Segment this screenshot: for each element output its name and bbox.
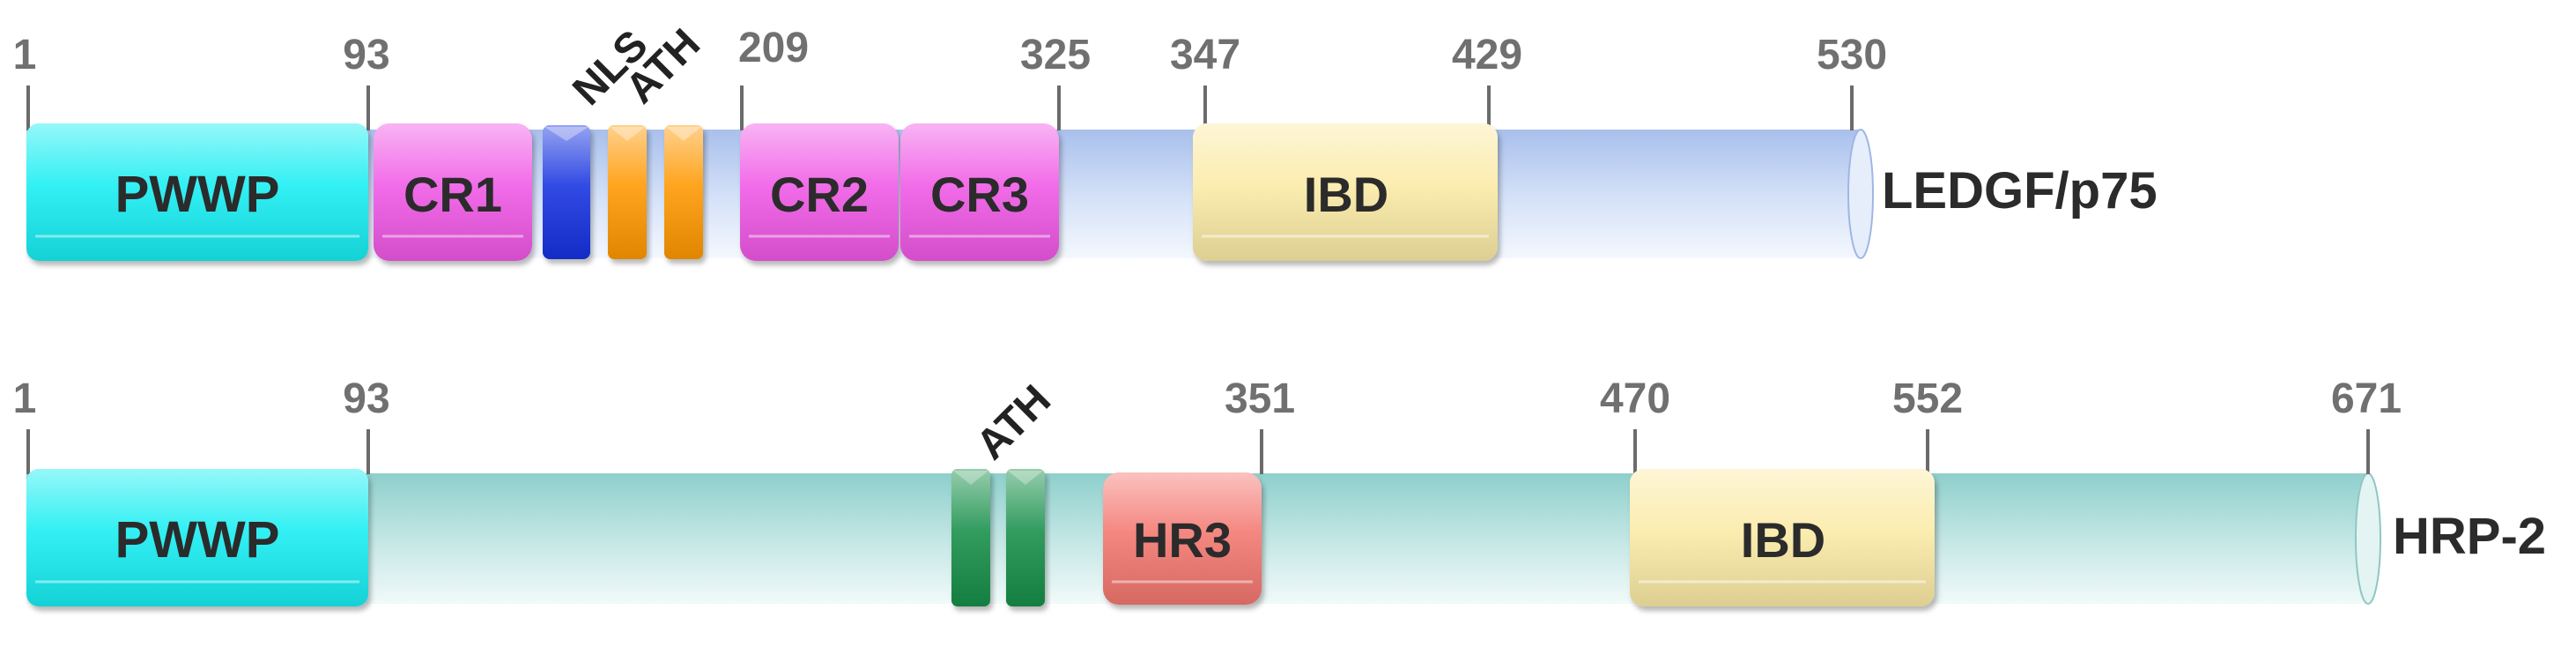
tick-label: 429 <box>1452 32 1522 78</box>
tick-label: 325 <box>1020 32 1091 78</box>
motif-bevel <box>610 127 645 141</box>
domain-pwwp-ledgf: PWWP <box>26 123 368 261</box>
domain-label: HR3 <box>1133 512 1232 568</box>
backbone-end-cap-ledgf <box>1847 129 1874 259</box>
tick-lines-hrp2 <box>26 429 2370 474</box>
domain-gloss <box>26 469 368 606</box>
motif-ath-2-hrp2 <box>1006 469 1045 606</box>
tick-label: 93 <box>343 376 389 422</box>
domain-gloss <box>26 123 368 261</box>
motif-ath-1-ledgf <box>608 125 647 259</box>
protein-name-hrp2: HRP-2 <box>2393 508 2546 565</box>
motif-gloss <box>951 469 990 606</box>
tick-label: 470 <box>1600 376 1670 422</box>
domain-label: CR3 <box>930 167 1029 222</box>
tick-lines-ledgf <box>26 86 1854 130</box>
domain-cr3-ledgf: CR3 <box>900 123 1059 261</box>
tick-labels-ledgf: 1 93 209 325 347 429 530 <box>13 25 1887 78</box>
motif-bevel <box>544 127 588 141</box>
motif-bevel <box>1008 471 1043 485</box>
domain-pwwp-hrp2: PWWP <box>26 469 368 606</box>
domain-ibd-hrp2: IBD <box>1630 469 1935 606</box>
domain-gloss <box>374 123 532 261</box>
domain-gloss <box>900 123 1059 261</box>
protein-hrp2: 1 93 351 470 552 671 PWWP ATH <box>13 376 2546 606</box>
domain-label: CR1 <box>403 167 502 222</box>
domain-label: CR2 <box>770 167 869 222</box>
tick-label: 93 <box>343 32 389 78</box>
domain-label: IBD <box>1741 512 1825 568</box>
domain-label: IBD <box>1304 167 1388 222</box>
domain-gloss <box>1103 472 1262 605</box>
tick-label: 351 <box>1225 376 1295 422</box>
tick-label: 671 <box>2331 376 2402 422</box>
motif-bevel <box>953 471 988 485</box>
tick-labels-hrp2: 1 93 351 470 552 671 <box>13 376 2402 422</box>
motif-ath-2-ledgf <box>664 125 703 259</box>
motif-gloss <box>543 125 590 259</box>
domain-label: PWWP <box>115 166 280 223</box>
motif-nls-ledgf <box>543 125 590 259</box>
domain-cr2-ledgf: CR2 <box>740 123 899 261</box>
motif-label-ath: ATH <box>967 376 1060 469</box>
domain-gloss <box>1193 123 1498 261</box>
protein-ledgf: 1 93 209 325 347 429 530 PWWP CR1 <box>13 20 2158 261</box>
tick-label: 1 <box>13 376 37 422</box>
tick-label: 347 <box>1170 32 1240 78</box>
domain-hr3-hrp2: HR3 <box>1103 472 1262 605</box>
domain-ibd-ledgf: IBD <box>1193 123 1498 261</box>
motif-gloss <box>608 125 647 259</box>
domain-gloss <box>1630 469 1935 606</box>
motif-bevel <box>666 127 701 141</box>
tick-label: 209 <box>738 25 809 71</box>
tick-label: 552 <box>1892 376 1963 422</box>
motif-gloss <box>664 125 703 259</box>
tick-label: 1 <box>13 32 37 78</box>
motif-gloss <box>1006 469 1045 606</box>
backbone-end-cap-hrp2 <box>2355 472 2381 605</box>
protein-name-ledgf: LEDGF/p75 <box>1882 162 2158 219</box>
domain-cr1-ledgf: CR1 <box>374 123 532 261</box>
domain-label: PWWP <box>115 511 280 569</box>
motif-ath-1-hrp2 <box>951 469 990 606</box>
domain-gloss <box>740 123 899 261</box>
tick-label: 530 <box>1817 32 1887 78</box>
